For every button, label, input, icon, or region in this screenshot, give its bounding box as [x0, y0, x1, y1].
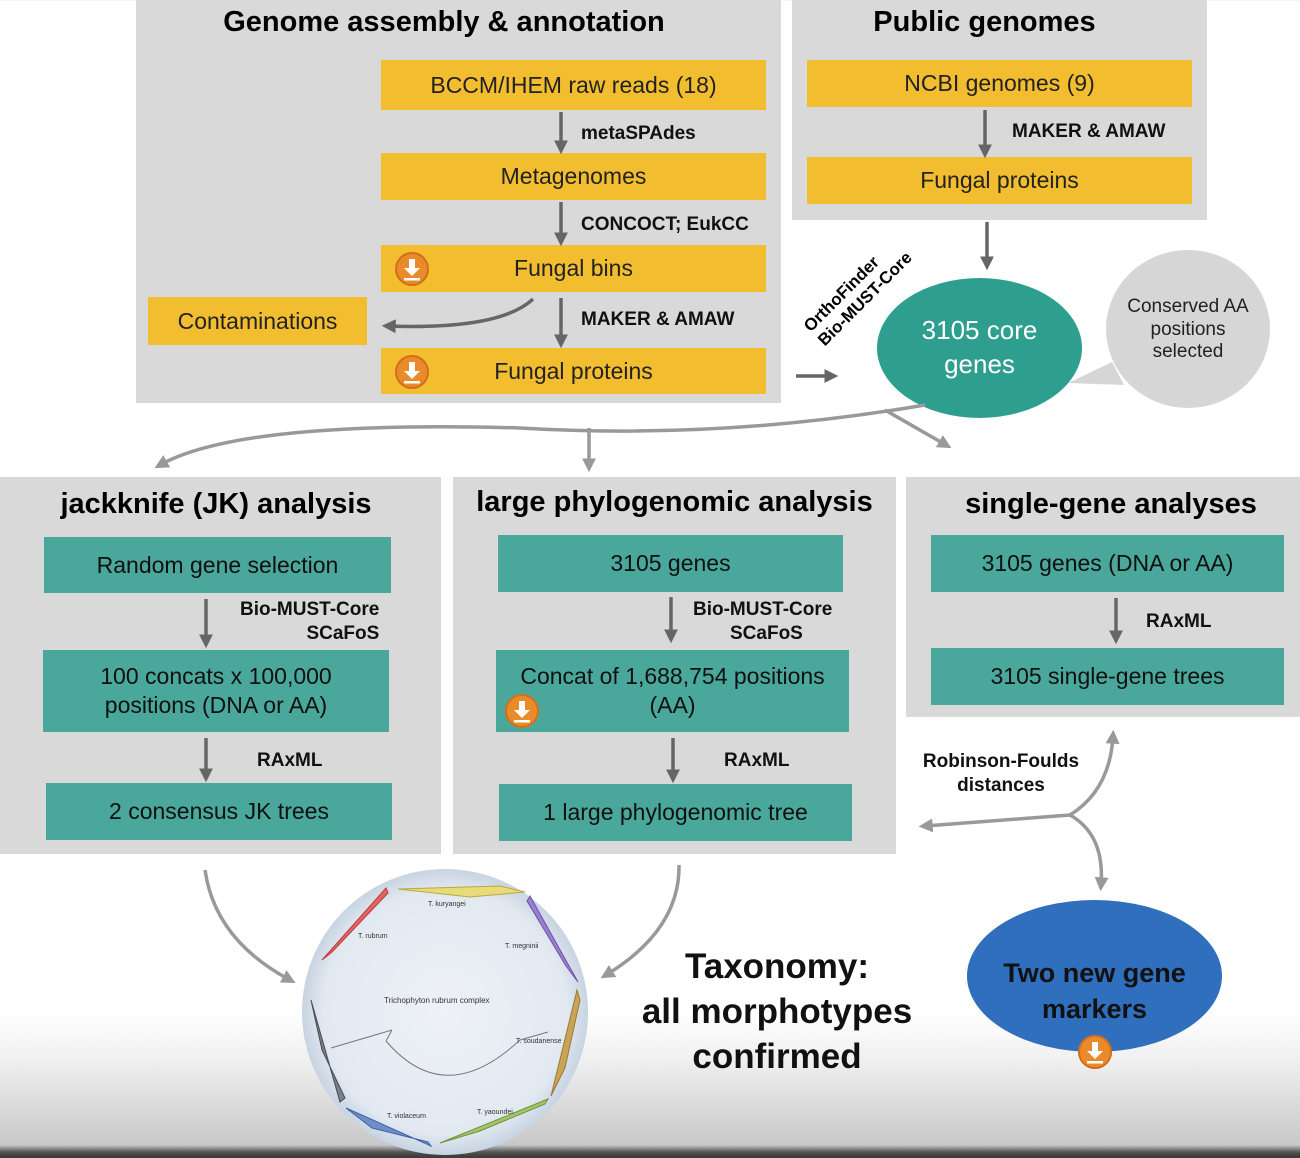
public-title: Public genomes — [873, 6, 1096, 38]
arrow-jk-tree — [203, 869, 296, 983]
fungal-proteins-box: Fungal proteins — [381, 348, 766, 394]
markers-ellipse — [967, 900, 1222, 1052]
rf-line1: Robinson-Foulds — [922, 751, 1080, 772]
jackknife-title: jackknife (JK) analysis — [60, 488, 372, 520]
markers-line1: Two new gene — [1003, 958, 1186, 988]
download-icon — [505, 694, 539, 728]
taxonomy-text: Taxonomy: all morphotypes confirmed — [620, 945, 934, 1080]
tree-label-megninii: T. megninii — [505, 943, 539, 950]
bubble-line3: selected — [1152, 341, 1224, 363]
maker-amaw-label: MAKER & AMAW — [581, 309, 735, 330]
core-genes-line1: 3105 core — [921, 315, 1038, 346]
large-concat-line2: (AA) — [649, 692, 696, 718]
random-selection-box: Random gene selection — [44, 537, 391, 593]
download-icon — [395, 355, 429, 389]
fungal-bins-box: Fungal bins — [381, 245, 766, 292]
markers-text: Two new gene markers — [967, 955, 1222, 1035]
tree-label-violaceum: T. violaceum — [387, 1113, 426, 1120]
tree-label-rubrum: T. rubrum — [358, 933, 388, 940]
large-title: large phylogenomic analysis — [476, 486, 873, 518]
core-genes-text: 3105 core genes — [877, 300, 1082, 396]
conserved-bubble — [1106, 250, 1270, 408]
tree-label-soudanense: T. soudanense — [516, 1038, 562, 1045]
concats-line2: positions (DNA or AA) — [104, 692, 328, 718]
single-raxml-label: RAxML — [1146, 611, 1212, 632]
core-genes-ellipse — [877, 278, 1082, 418]
arrow-core-single — [884, 408, 952, 449]
taxonomy-line1: Taxonomy: — [684, 947, 870, 987]
rf-line2: distances — [957, 774, 1045, 796]
public-proteins-box: Fungal proteins — [807, 157, 1192, 204]
tree-branches — [330, 1029, 549, 1076]
clade-grey — [310, 999, 346, 1103]
bubble-line2: positions — [1150, 318, 1226, 340]
metagenomes-box: Metagenomes — [381, 153, 766, 200]
assembly-title: Genome assembly & annotation — [223, 6, 665, 38]
clade-violaceum — [345, 1107, 433, 1148]
taxonomy-line2: all morphotypes — [641, 992, 913, 1032]
large-tree-box: 1 large phylogenomic tree — [499, 784, 852, 841]
concats-line1: 100 concats x 100,000 — [100, 663, 332, 690]
large-genes-box: 3105 genes — [498, 535, 843, 592]
tree-label-kuryangei: T. kuryangei — [428, 901, 466, 908]
tree-circle — [302, 869, 588, 1155]
clade-rubrum — [321, 887, 389, 961]
core-genes-line2: genes — [944, 349, 1015, 379]
tree-label-yaoundei: T. yaoundei — [477, 1109, 513, 1116]
bubble-text: Conserved AA positions selected — [1110, 290, 1266, 370]
public-maker-label: MAKER & AMAW — [1012, 121, 1166, 142]
jk-raxml-label: RAxML — [257, 750, 323, 771]
large-concat-box: Concat of 1,688,754 positions (AA) — [496, 650, 849, 732]
large-step1-label: Bio-MUST-Core SCaFoS — [693, 598, 832, 646]
download-icon — [395, 252, 429, 286]
taxonomy-line3: confirmed — [692, 1036, 862, 1076]
clade-megninii — [526, 895, 579, 983]
large-concat-line1: Concat of 1,688,754 positions — [520, 663, 825, 690]
jk-step1-line1: Bio-MUST-Core — [240, 599, 380, 620]
large-step1-line2: SCaFoS — [730, 622, 803, 644]
markers-line2: markers — [1041, 994, 1148, 1025]
contaminations-box: Contaminations — [148, 297, 367, 345]
bubble-line1: Conserved AA — [1127, 295, 1249, 317]
download-icon — [1078, 1035, 1112, 1069]
rf-label: Robinson-Foulds distances — [916, 750, 1086, 798]
single-title: single-gene analyses — [965, 488, 1257, 520]
concats-box: 100 concats x 100,000 positions (DNA or … — [43, 650, 389, 732]
metaspades-label: metaSPAdes — [581, 123, 696, 144]
concoct-label: CONCOCT; EukCC — [581, 214, 749, 235]
arrow-rf-down — [1069, 813, 1109, 892]
clade-kuryangei — [397, 885, 526, 898]
single-genes-box: 3105 genes (DNA or AA) — [931, 535, 1284, 592]
arrow-rf-left — [918, 813, 1071, 833]
jk-trees-box: 2 consensus JK trees — [46, 783, 392, 840]
jk-step1-line2: SCaFoS — [306, 622, 380, 644]
raw-reads-box: BCCM/IHEM raw reads (18) — [381, 60, 766, 110]
arrow-core-jackknife — [154, 403, 926, 469]
large-step1-line1: Bio-MUST-Core — [693, 599, 833, 620]
ncbi-box: NCBI genomes (9) — [807, 60, 1192, 107]
single-trees-box: 3105 single-gene trees — [931, 648, 1284, 705]
jk-step1-label: Bio-MUST-Core SCaFoS — [240, 598, 379, 646]
large-raxml-label: RAxML — [724, 750, 790, 771]
clade-yaoundei — [439, 1097, 550, 1144]
clade-soudanense — [550, 988, 581, 1097]
tree-label-center: Trichophyton rubrum complex — [384, 996, 490, 1005]
